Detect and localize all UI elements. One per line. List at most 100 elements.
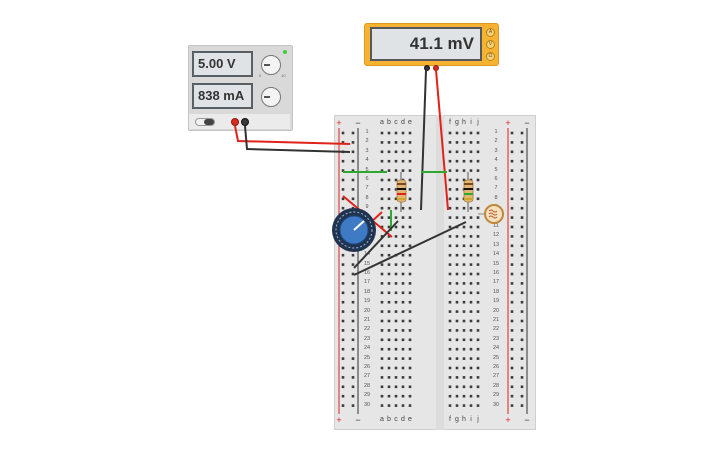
breadboard-row-number-left: 30: [363, 401, 371, 408]
breadboard-row-number-left: 18: [363, 288, 371, 295]
breadboard-row-number-left: 5: [365, 166, 369, 173]
breadboard-row-number-right: 14: [492, 251, 500, 258]
breadboard-column-label-top: i: [470, 119, 472, 126]
breadboard-row-number-right: 17: [492, 279, 500, 286]
breadboard-row-number-left: 27: [363, 373, 371, 380]
breadboard-row-number-right: 29: [492, 392, 500, 399]
multimeter-mode-ohms-button[interactable]: Ω: [486, 52, 495, 61]
breadboard-rail-label-bottom: −: [355, 415, 361, 425]
power-switch[interactable]: [195, 118, 215, 126]
breadboard-row-number-left: 22: [363, 326, 371, 333]
breadboard-row-number-right: 16: [492, 270, 500, 276]
multimeter-mode-amps-button[interactable]: A: [486, 28, 495, 37]
breadboard-row-number-left: 28: [363, 382, 371, 389]
resistor-icon[interactable]: [463, 172, 474, 212]
breadboard-row-number-right: 27: [492, 373, 500, 380]
wire-supply-negative[interactable]: [244, 125, 351, 153]
multimeter-com-probe[interactable]: [424, 65, 430, 71]
breadboard-row-number-right: 13: [492, 241, 500, 248]
wire-black-long[interactable]: [353, 221, 467, 276]
power-supply-base: [189, 114, 290, 129]
breadboard-row-number-right: 5: [494, 166, 498, 173]
breadboard-column-label-bottom: d: [401, 416, 405, 423]
negative-terminal[interactable]: [241, 118, 249, 126]
breadboard[interactable]: [334, 115, 536, 430]
breadboard-row-number-right: 22: [492, 326, 500, 333]
breadboard-row-number-right: 25: [492, 354, 500, 361]
breadboard-rail-label-top: −: [355, 118, 361, 128]
breadboard-column-label-top: h: [462, 119, 466, 126]
breadboard-row-number-left: 24: [363, 345, 371, 352]
breadboard-row-number-left: 9: [365, 204, 369, 211]
breadboard-rail-label-bottom: +: [505, 415, 511, 425]
breadboard-center-gutter: [436, 115, 444, 430]
power-indicator-icon: [283, 50, 287, 54]
breadboard-row-number-right: 24: [492, 345, 500, 352]
breadboard-row-number-left: 26: [363, 364, 371, 370]
wire-black-diagonal[interactable]: [353, 220, 399, 269]
breadboard-row-number-right: 20: [492, 307, 500, 314]
breadboard-column-label-bottom: c: [394, 416, 398, 423]
breadboard-row-number-right: 3: [494, 147, 498, 154]
breadboard-column-label-bottom: i: [470, 416, 472, 423]
current-knob[interactable]: [261, 87, 281, 107]
breadboard-column-label-bottom: h: [462, 416, 466, 423]
breadboard-rail-label-bottom: −: [524, 415, 530, 425]
breadboard-column-label-bottom: g: [455, 416, 459, 423]
resistor-icon[interactable]: [396, 172, 407, 212]
potentiometer-icon[interactable]: [332, 208, 376, 252]
wire-meter-com[interactable]: [420, 69, 427, 211]
breadboard-row-number-right: 18: [492, 288, 500, 295]
breadboard-row-number-right: 4: [494, 157, 498, 164]
breadboard-column-label-top: b: [387, 119, 391, 126]
breadboard-row-number-right: 1: [494, 129, 498, 135]
current-display: 838 mA: [192, 83, 253, 109]
multimeter-display: 41.1 mV: [370, 27, 482, 61]
breadboard-row-number-left: 7: [365, 185, 369, 192]
breadboard-row-number-left: 6: [365, 176, 369, 182]
breadboard-row-number-right: 23: [492, 335, 500, 342]
breadboard-row-number-left: 3: [365, 147, 369, 154]
breadboard-row-number-left: 21: [363, 317, 371, 323]
breadboard-column-label-bottom: f: [449, 416, 451, 423]
breadboard-column-label-top: j: [477, 119, 479, 126]
breadboard-rail-label-top: +: [505, 118, 511, 128]
breadboard-row-number-right: 7: [494, 185, 498, 192]
wire-meter-v[interactable]: [435, 69, 449, 211]
voltage-knob-max-label: 10: [281, 73, 286, 78]
voltage-knob[interactable]: [261, 55, 281, 75]
breadboard-column-label-bottom: b: [387, 416, 391, 423]
breadboard-column-label-bottom: a: [380, 416, 384, 423]
breadboard-row-number-right: 2: [494, 138, 498, 145]
breadboard-row-number-left: 19: [363, 298, 371, 305]
breadboard-row-number-right: 26: [492, 364, 500, 370]
breadboard-column-label-top: g: [455, 119, 459, 126]
breadboard-rail-label-bottom: +: [336, 415, 342, 425]
wire-supply-positive[interactable]: [234, 125, 351, 145]
multimeter-mode-volts-button[interactable]: V: [486, 40, 495, 49]
voltage-knob-min-label: 0: [259, 73, 262, 78]
breadboard-row-number-right: 8: [494, 194, 498, 201]
breadboard-row-number-left: 23: [363, 335, 371, 342]
breadboard-row-number-left: 4: [365, 157, 369, 164]
breadboard-row-number-right: 28: [492, 382, 500, 389]
breadboard-row-number-left: 15: [363, 260, 371, 267]
breadboard-row-number-right: 6: [494, 176, 498, 182]
positive-terminal[interactable]: [231, 118, 239, 126]
power-switch-toggle-icon: [204, 119, 214, 125]
breadboard-row-number-left: 1: [365, 129, 369, 135]
breadboard-column-label-bottom: j: [477, 416, 479, 423]
breadboard-column-label-top: f: [449, 119, 451, 126]
breadboard-row-number-left: 29: [363, 392, 371, 399]
breadboard-row-number-right: 12: [492, 232, 500, 239]
breadboard-row-number-right: 11: [493, 223, 499, 229]
breadboard-row-number-right: 21: [492, 317, 500, 323]
photoresistor-icon[interactable]: [478, 204, 504, 224]
breadboard-row-number-left: 17: [363, 279, 371, 286]
breadboard-column-label-top: c: [394, 119, 398, 126]
breadboard-row-number-left: 8: [365, 194, 369, 201]
breadboard-row-number-right: 30: [492, 401, 500, 408]
breadboard-row-number-left: 2: [365, 138, 369, 145]
